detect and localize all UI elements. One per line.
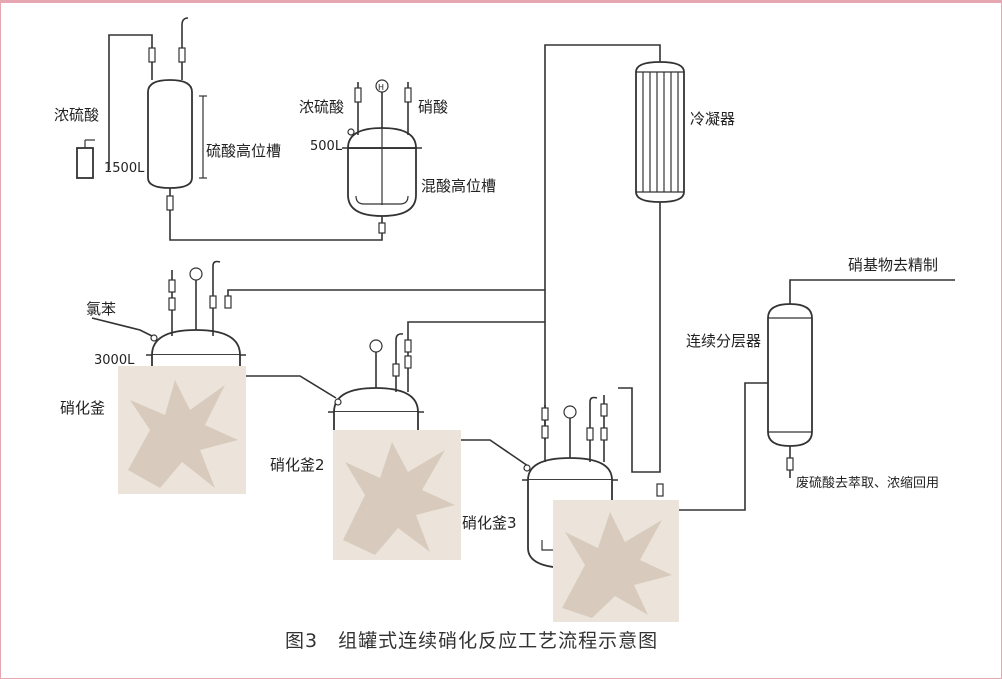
figure-caption: 图3 组罐式连续硝化反应工艺流程示意图 <box>285 630 658 652</box>
chlorobenzene-label: 氯苯 <box>86 300 116 318</box>
valve-icon <box>354 87 362 103</box>
sulfuric-feed-line <box>108 34 153 170</box>
conc-sulfuric-acid-left-label: 浓硫酸 <box>54 106 99 124</box>
watermark-image <box>118 366 246 494</box>
condenser-label: 冷凝器 <box>690 110 735 128</box>
thermometer-icon <box>563 405 577 419</box>
outflow-to-separator <box>612 382 768 511</box>
mixed-acid-head-tank-label: 混酸高位槽 <box>421 177 496 195</box>
nitric-acid-label: 硝酸 <box>418 98 448 116</box>
vapor-header-2 <box>407 321 545 350</box>
thermometer-icon <box>189 267 203 281</box>
thermometer-icon <box>375 79 389 93</box>
vent-pipe <box>181 17 189 80</box>
valve-icon <box>168 297 176 311</box>
valve-icon <box>786 457 794 471</box>
valve-icon <box>656 483 664 497</box>
condenser <box>635 61 685 203</box>
thermometer-icon <box>369 339 383 353</box>
watermark-image <box>333 430 461 560</box>
sulfuric-acid-head-tank-label: 硫酸高位槽 <box>206 142 281 160</box>
waste-acid-label: 废硫酸去萃取、浓缩回用 <box>796 475 939 491</box>
condensate-line <box>618 202 661 473</box>
watermark-image <box>553 500 679 622</box>
overflow-line-1 <box>240 375 337 399</box>
valve-icon <box>404 339 412 353</box>
valve-icon <box>600 403 608 417</box>
nitro-refine-label: 硝基物去精制 <box>848 256 938 274</box>
valve-icon <box>168 279 176 293</box>
thermometer-mark: H <box>378 83 384 92</box>
valve-icon <box>148 47 156 63</box>
vapor-line <box>544 44 661 440</box>
vent-pipe <box>395 333 404 341</box>
acid-drum-icon <box>76 139 95 179</box>
valve-icon <box>404 355 412 369</box>
valve-icon <box>166 195 174 211</box>
valve-icon <box>378 222 386 234</box>
tank-3000-label: 3000L <box>94 353 135 368</box>
vent-pipe <box>212 260 221 278</box>
conc-sulfuric-acid-mid-label: 浓硫酸 <box>299 98 344 116</box>
vapor-header-1 <box>227 289 545 300</box>
mixed-acid-head-tank <box>342 127 422 217</box>
sulfuric-acid-head-tank <box>147 79 207 189</box>
valve-icon <box>392 363 400 377</box>
nitrator-1-label: 硝化釜 <box>60 399 105 417</box>
nitro-outlet-line <box>789 279 955 304</box>
separator-label: 连续分层器 <box>686 332 761 350</box>
continuous-separator <box>767 303 813 447</box>
valve-icon <box>586 427 594 441</box>
valve-icon <box>178 47 186 63</box>
valve-icon <box>541 425 549 439</box>
valve-icon <box>404 87 412 103</box>
vent-pipe <box>589 396 598 403</box>
valve-icon <box>209 295 217 309</box>
nitrator-3-label: 硝化釜3 <box>462 514 517 532</box>
valve-icon <box>541 407 549 421</box>
nitrator-2-label: 硝化釜2 <box>270 456 325 474</box>
tank-1500-label: 1500L <box>104 161 145 176</box>
valve-icon <box>600 427 608 441</box>
chlorobenzene-feed-line <box>91 317 153 337</box>
tank-500-label: 500L <box>310 139 343 154</box>
valve-icon <box>224 295 232 309</box>
